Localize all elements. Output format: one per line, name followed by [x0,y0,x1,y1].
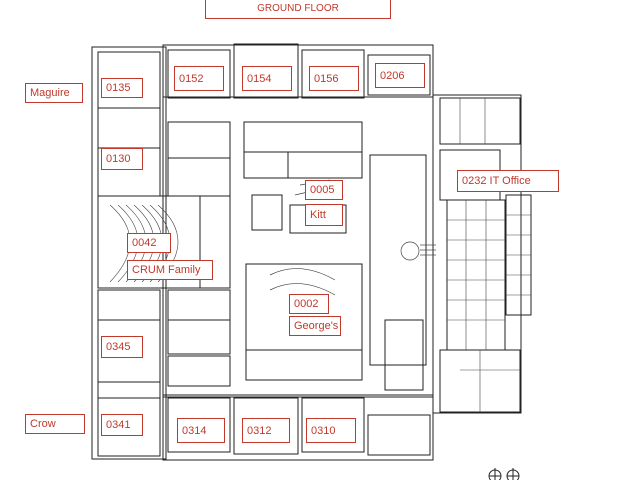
room-0156-label: 0156 [309,66,359,91]
room-0154-label: 0154 [242,66,292,91]
room-0206-label: 0206 [375,63,425,88]
room-0314-label: 0314 [177,418,225,443]
central-block [162,96,434,398]
kitt-label: Kitt [305,204,343,226]
room-0232-label: 0232 IT Office [457,170,559,192]
room-0130-label: 0130 [101,148,143,170]
room-0152-label: 0152 [174,66,224,91]
south-wing [162,394,434,461]
room-0345-label: 0345 [101,336,143,358]
compass-icon [506,468,520,480]
maguire-label: Maguire [25,83,83,103]
crum-family-label: CRUM Family [127,260,213,280]
page-title: GROUND FLOOR [205,0,391,19]
north-arrow-icon [488,468,502,480]
room-0341-label: 0341 [101,414,143,436]
room-0135-label: 0135 [101,78,143,98]
georges-label: George's [289,316,341,336]
room-0002-label: 0002 [289,294,329,314]
room-0005-label: 0005 [305,180,343,200]
room-0312-label: 0312 [242,418,290,443]
crow-label: Crow [25,414,85,434]
west-wing [91,46,167,460]
room-0310-label: 0310 [306,418,356,443]
east-wing [432,94,522,414]
room-0042-label: 0042 [127,233,171,253]
